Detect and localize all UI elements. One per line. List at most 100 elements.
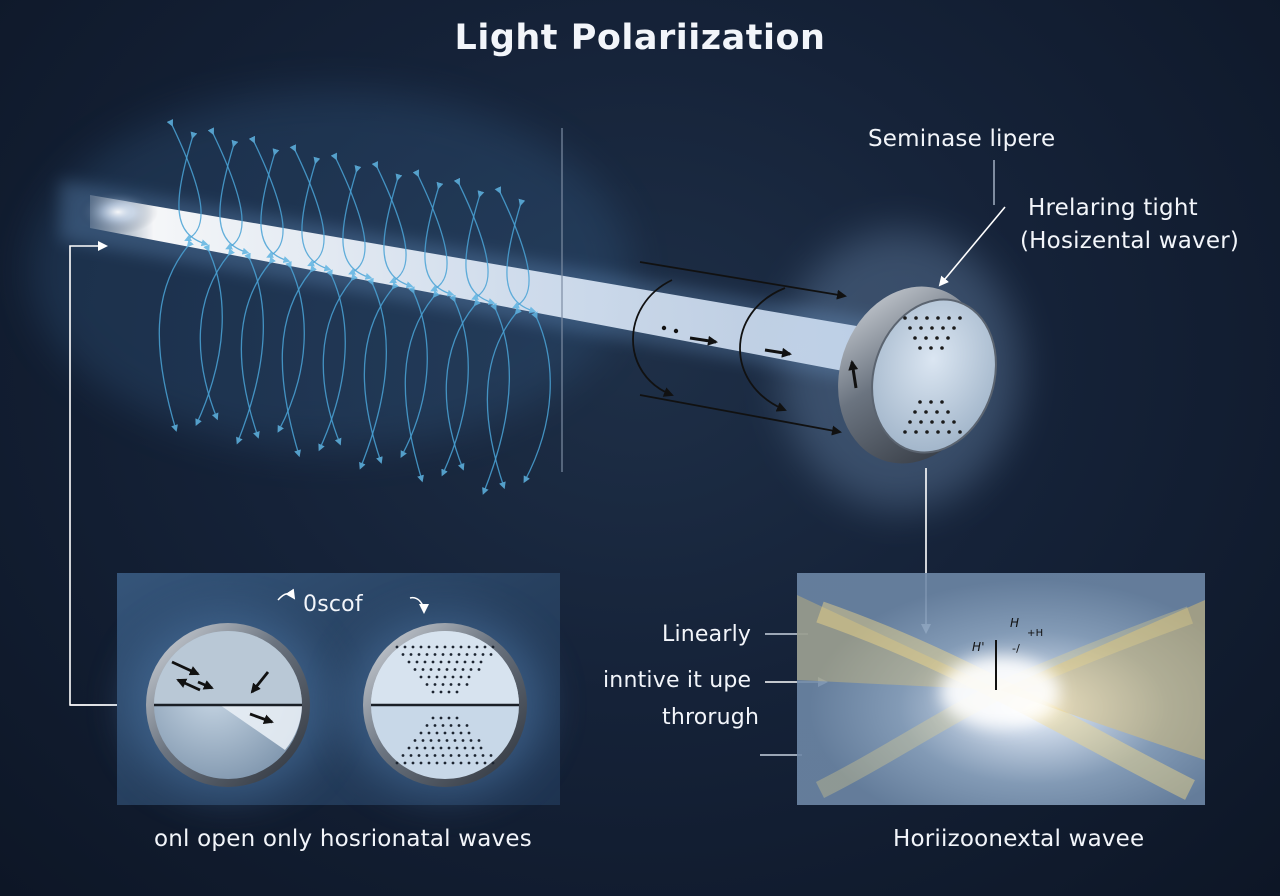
polarizer-dot [908, 326, 912, 330]
filter-dot [415, 660, 419, 664]
filter-dot [463, 660, 467, 664]
filter-dot [433, 653, 437, 656]
filter-dot [443, 761, 447, 765]
filter-dot [395, 645, 399, 649]
wave-arrow [281, 265, 317, 458]
filter-dot [439, 716, 443, 720]
filter-dot [431, 690, 435, 694]
filter-dot [457, 754, 461, 757]
filter-dot [409, 653, 413, 656]
filter-dot [431, 716, 435, 720]
filter-dot [473, 653, 477, 656]
filter-dot [463, 746, 467, 750]
filter-dot [417, 754, 421, 757]
filter-dot [483, 645, 487, 649]
filter-dot [427, 731, 431, 735]
polarizer-dot [936, 316, 940, 320]
filter-dot [437, 668, 441, 671]
polarizer-dot [940, 346, 944, 350]
filter-dot [479, 746, 483, 750]
filter-dot [477, 668, 481, 671]
filter-dot [465, 683, 469, 686]
filter-dot [465, 754, 469, 757]
wave-arrow [240, 256, 276, 439]
wave-arrow [301, 156, 332, 272]
dot [661, 325, 667, 331]
filter-dot [439, 660, 443, 664]
polarizer-dot [919, 420, 923, 424]
dotted-filter-disc-icon [363, 623, 527, 787]
caption-right: Horiizoonextal wavee [893, 826, 1145, 852]
filter-dot [445, 739, 449, 742]
filter-dot [413, 739, 417, 742]
wave-arrow [486, 307, 522, 490]
filter-dot [447, 716, 451, 720]
filter-dot [437, 739, 441, 742]
polarizer-dot [946, 410, 950, 414]
filter-dot [459, 645, 463, 649]
label-inntive-it-upe: inntive it upe [603, 668, 752, 693]
polarizer-dot [914, 316, 918, 320]
filter-dot [407, 746, 411, 750]
label-hrelaring-tight: Hrelaring tight [1028, 195, 1198, 221]
label-h-top: H [1010, 616, 1020, 630]
polarizer-dot [925, 316, 929, 320]
wave-arrow [260, 148, 291, 263]
label-hosizental-waver: (Hosizental waver) [1020, 228, 1240, 254]
unpolarized-wave-arrows [158, 118, 551, 495]
wave-arrow [445, 298, 481, 471]
filter-dot [419, 675, 423, 679]
filter-dot [441, 754, 445, 757]
filter-dot [481, 653, 485, 656]
filter-dot [401, 653, 405, 656]
filter-dot [469, 739, 473, 742]
filter-dot [435, 761, 439, 765]
filter-dot [409, 754, 413, 757]
filter-dot [447, 690, 451, 694]
filter-dot [461, 668, 465, 671]
label-seminase-lipere: Seminase lipere [868, 126, 1056, 152]
filter-dot [459, 731, 463, 735]
filter-dot [431, 660, 435, 664]
polarizer-dot [913, 336, 917, 340]
filter-dot [439, 746, 443, 750]
wave-arrow [178, 131, 209, 247]
filter-dot [451, 761, 455, 765]
wave-arrow [363, 281, 399, 464]
filter-dot [467, 645, 471, 649]
polarizer-dot [958, 430, 962, 434]
filter-dot [489, 754, 493, 757]
filter-dot [447, 746, 451, 750]
filter-dot [411, 645, 415, 649]
filter-dot [425, 754, 429, 757]
filter-dot [451, 645, 455, 649]
filter-dot [475, 761, 479, 765]
wave-arrow [199, 248, 235, 421]
right-result-panel [797, 573, 1205, 805]
polarizer-dot [908, 420, 912, 424]
dot [673, 328, 679, 334]
filter-dot [479, 660, 483, 664]
caption-left: onl open only hosrionatal waves [154, 826, 532, 852]
polarizer-dot [919, 326, 923, 330]
filter-dot [429, 739, 433, 742]
filter-dot [423, 660, 427, 664]
polarizer-dot [935, 336, 939, 340]
filter-dot [443, 731, 447, 735]
polarizer-dot [958, 316, 962, 320]
filter-dot [449, 653, 453, 656]
wave-arrow [506, 198, 537, 314]
polarizer-dot [924, 336, 928, 340]
label-through: throrugh [662, 705, 760, 730]
filter-dot [421, 739, 425, 742]
polarizer-dot [947, 316, 951, 320]
filter-dot [455, 746, 459, 750]
filter-dot [441, 724, 445, 727]
filter-dot [449, 724, 453, 727]
filter-dot [475, 645, 479, 649]
label-oscof: 0scof [303, 592, 363, 617]
polarizer-dot [947, 430, 951, 434]
polarizer-dot [941, 326, 945, 330]
